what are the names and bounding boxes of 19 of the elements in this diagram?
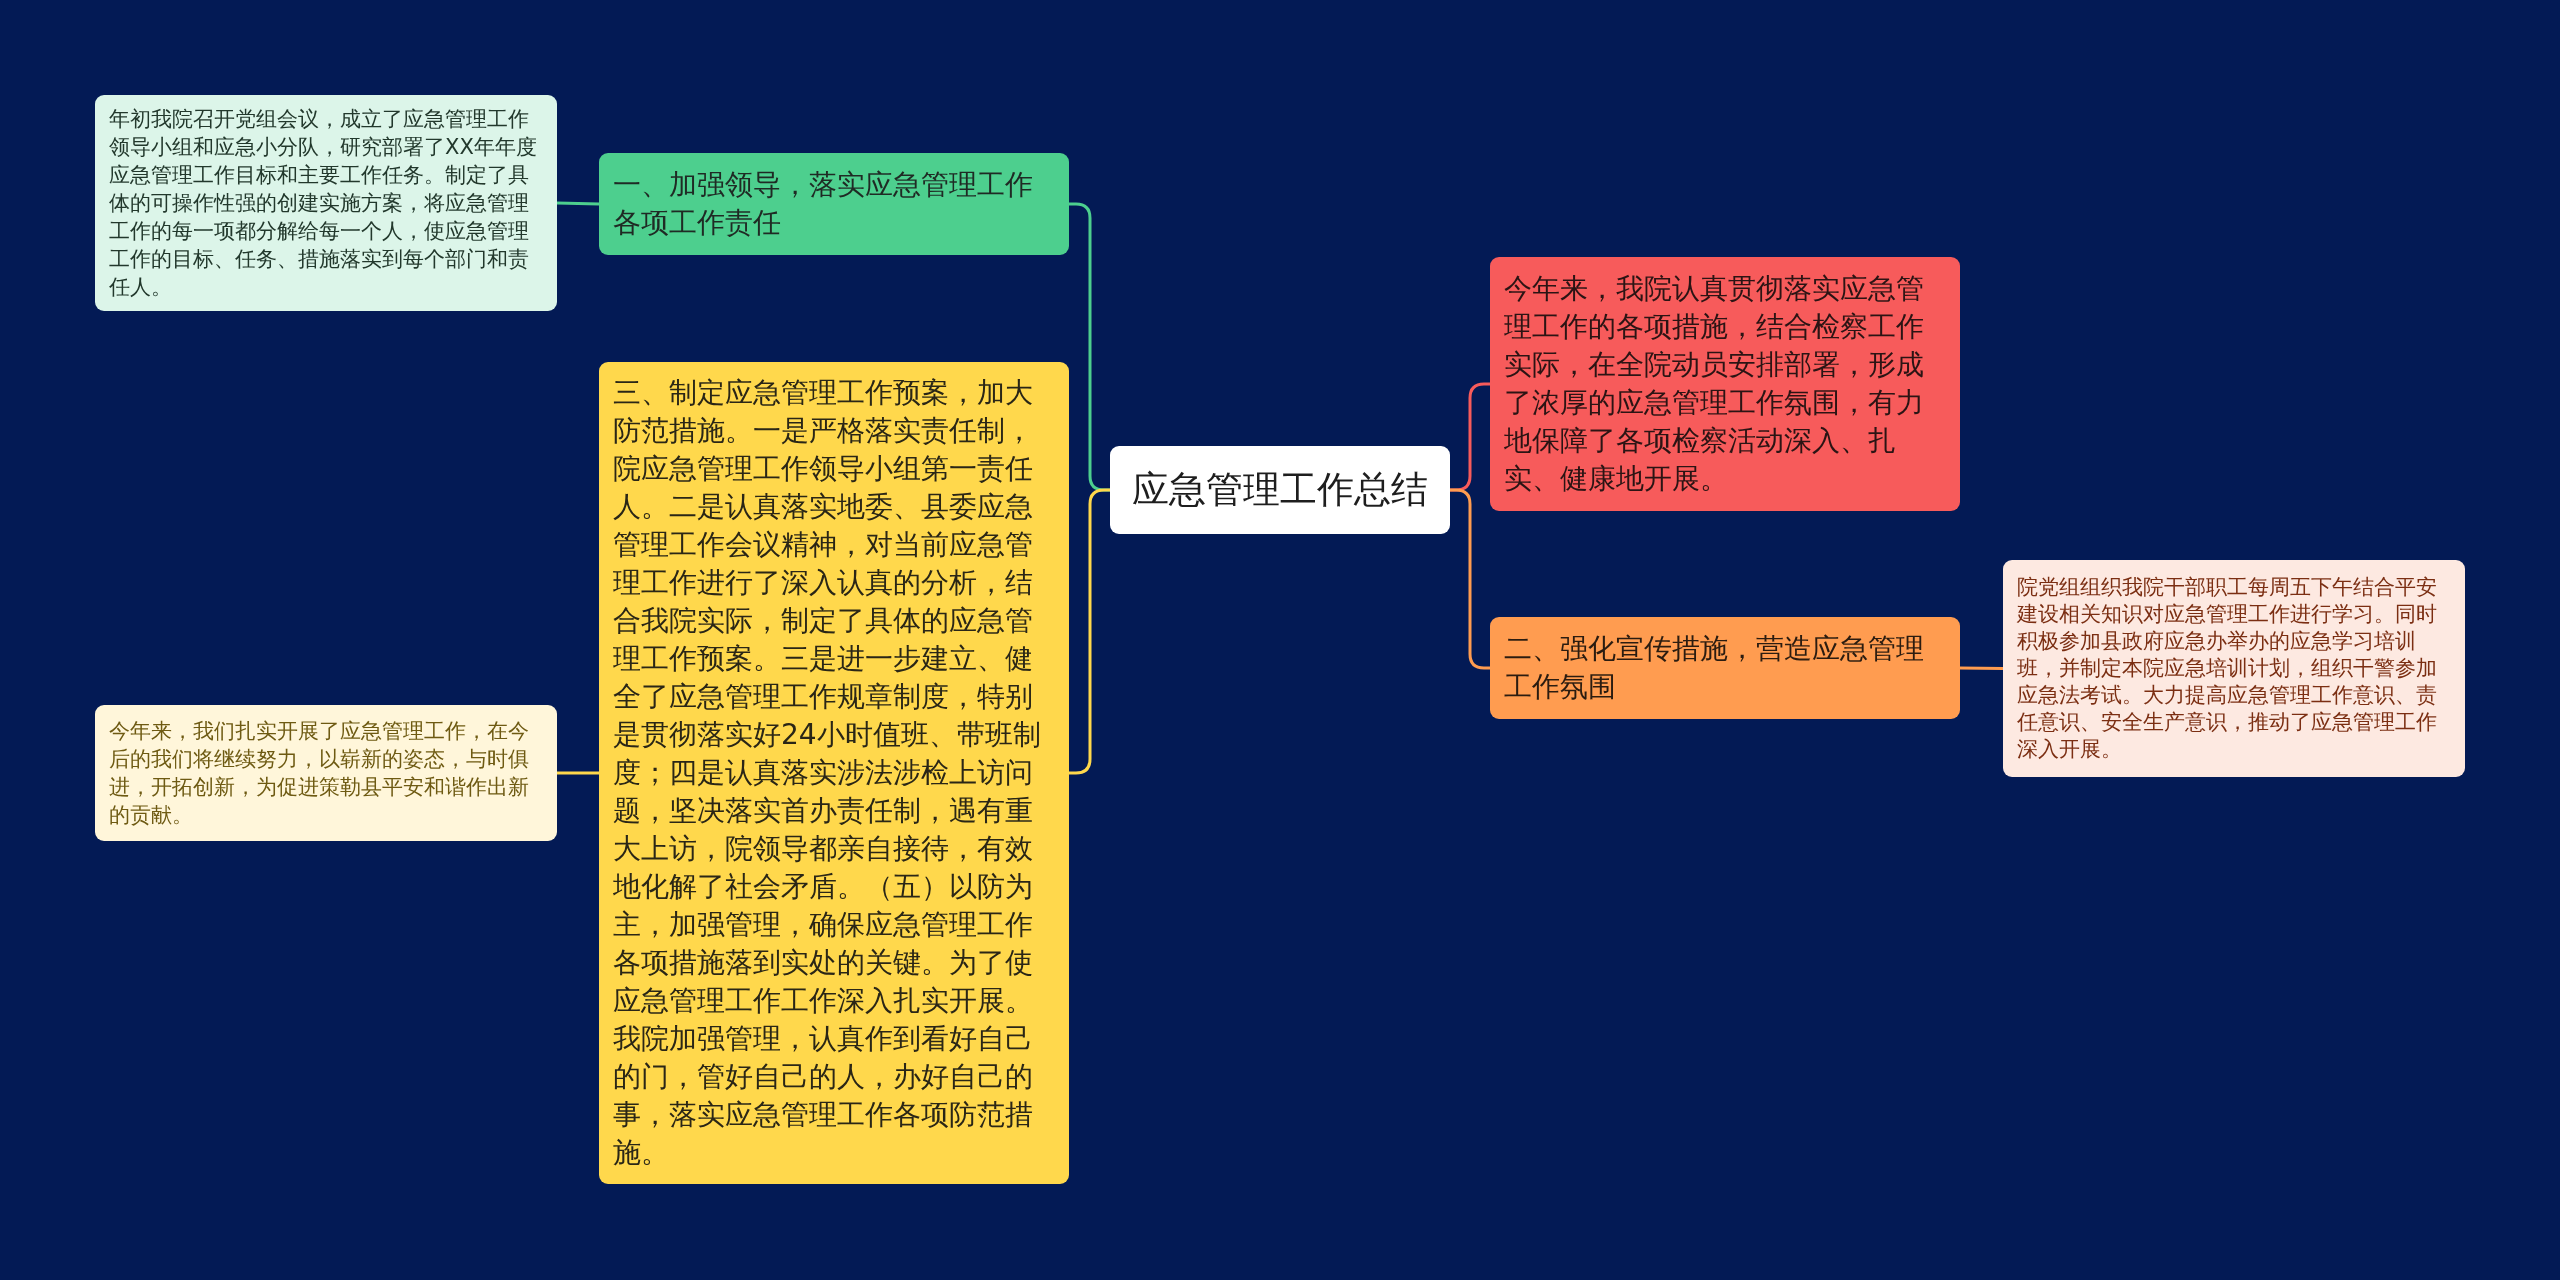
detail-text: 院党组组织我院干部职工每周五下午结合平安建设相关知识对应急管理工作进行学习。同时积极参加县政府应急办举办的应急学习培训班，并制定本院应急培训计划，组织干警参加应急法考试。大力提高应急管理工作意识、责任意识、安全生产意识，推动了应急管理工作深入开展。	[2017, 574, 2438, 763]
branch-title: 二、强化宣传措施，营造应急管理工作氛围	[1504, 631, 1925, 705]
connector-line	[1069, 488, 1110, 775]
connector-line	[556, 201, 600, 206]
branch-topic-card	[1490, 257, 1960, 511]
detail-text: 年初我院召开党组会议，成立了应急管理工作领导小组和应急小分队，研究部署了XX年年度应急管理工作目标和主要工作任务。制定了具体的可操作性强的创建实施方案，将应急管理工作的每一项都分解给每一个人，使应急管理工作的目标、任务、措施落实到每个部门和责任人。	[109, 106, 538, 301]
detail-text: 今年来，我们扎实开展了应急管理工作，在今后的我们将继续努力，以崭新的姿态，与时俱进，开拓创新，为促进策勒县平安和谐作出新的贡献。	[109, 718, 530, 829]
branch-topic-card	[1490, 617, 1960, 719]
connector-line	[1960, 666, 2003, 670]
branch-title: 今年来，我院认真贯彻落实应急管理工作的各项措施，结合检察工作实际，在全院动员安排部署，形成了浓厚的应急管理工作氛围，有力地保障了各项检察活动深入、扎实、健康地开展。	[1504, 271, 1925, 497]
branch-topic-card	[599, 153, 1069, 255]
topic-title: 应急管理工作总结	[1132, 468, 1428, 512]
branch-title: 三、制定应急管理工作预案，加大防范措施。一是严格落实责任制，院应急管理工作领导小组第一责任人。二是认真落实地委、县委应急管理工作会议精神，对当前应急管理工作进行了深入认真的分析，结合我院实际，制定了具体的应急管理工作预案。三是进一步建立、健全了应急管理工作规章制度，特别是贯彻落实好24小时值班、带班制度；四是认真落实涉法涉检上访问题，坚决落实首办责任制，遇有重大上访，院领导都亲自接待，有效地化解了社会矛盾。（五）以防为主，加强管理，确保应急管理工作各项措施落到实处的关键。为了使应急管理工作工作深入扎实开展。我院加强管理，认真作到看好自己的门，管好自己的人，办好自己的事，落实应急管理工作各项防范措施。	[613, 375, 1042, 1171]
branch-title: 一、加强领导，落实应急管理工作各项工作责任	[613, 167, 1034, 241]
connector-line	[557, 771, 599, 775]
detail-note-card	[2003, 560, 2465, 777]
detail-note-card	[95, 705, 557, 841]
detail-note-card	[95, 95, 557, 311]
central-topic-card	[1110, 446, 1450, 534]
